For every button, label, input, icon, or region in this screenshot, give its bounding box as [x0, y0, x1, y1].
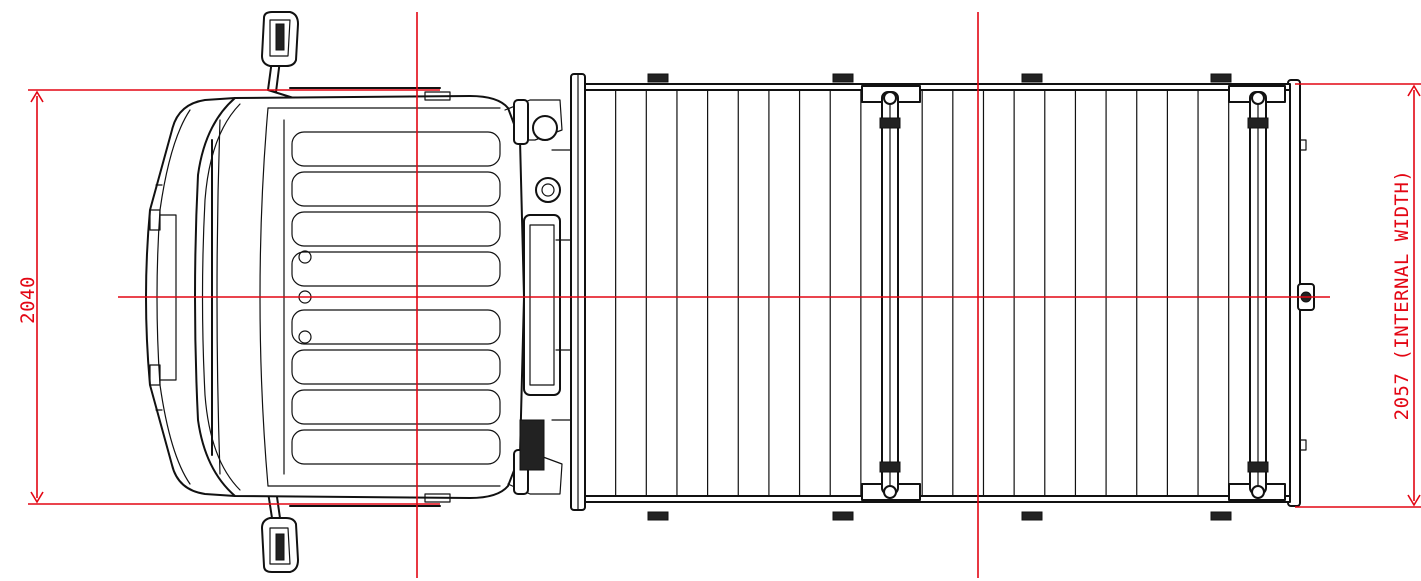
cab-width-dimension: 2040	[17, 89, 440, 505]
flatbed-outline	[584, 83, 1291, 503]
cross-bar-front	[861, 85, 921, 501]
cab-width-label: 2040	[17, 276, 39, 324]
cab-roof-ribs	[283, 119, 501, 475]
flatbed-body	[570, 73, 1315, 521]
left-mirror	[261, 11, 299, 67]
side-hooks	[647, 73, 1232, 521]
internal-width-dimension: 2057 (INTERNAL WIDTH)	[1295, 83, 1421, 508]
truck-cab	[145, 11, 573, 573]
right-mirror	[261, 517, 299, 573]
internal-width-label: 2057 (INTERNAL WIDTH)	[1391, 170, 1413, 421]
centerlines	[118, 12, 1330, 578]
cross-bar-rear	[1228, 85, 1286, 501]
